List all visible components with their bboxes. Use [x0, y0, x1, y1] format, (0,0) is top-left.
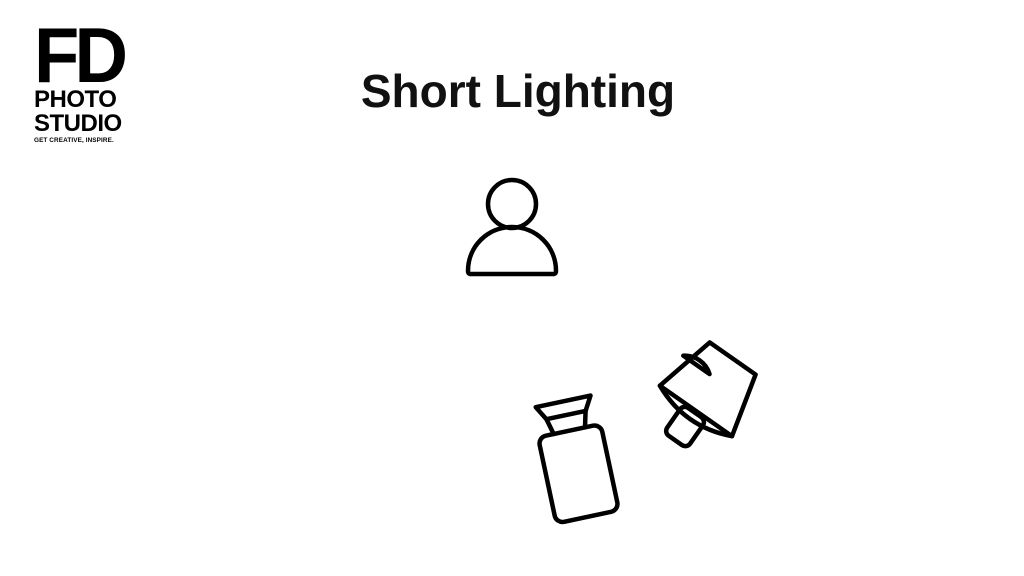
- page-title: Short Lighting: [360, 65, 676, 117]
- logo-tagline: GET CREATIVE, INSPIRE.: [34, 137, 114, 144]
- logo: FD PHOTO STUDIO GET CREATIVE, INSPIRE.: [34, 11, 154, 144]
- logo-photo: PHOTO: [34, 86, 117, 113]
- logo-studio: STUDIO: [34, 110, 122, 137]
- reflector-light-icon: [657, 340, 758, 449]
- person-icon: [465, 177, 559, 277]
- flash-head-icon: [533, 393, 620, 525]
- logo-fd: FD: [34, 11, 128, 99]
